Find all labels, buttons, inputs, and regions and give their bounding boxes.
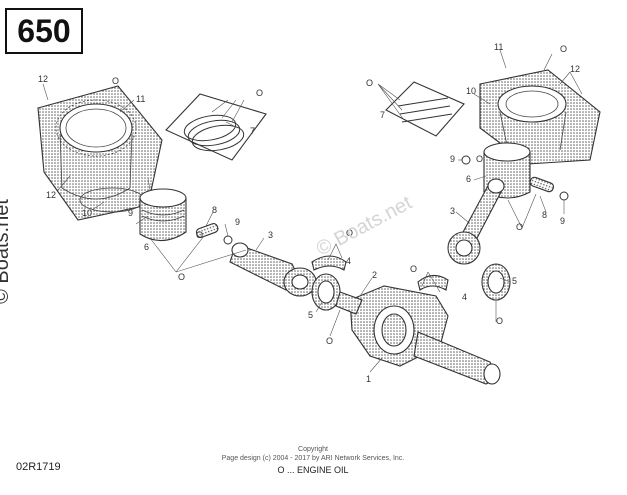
callout-label: 4 <box>346 256 352 266</box>
callout-label: 1 <box>366 374 372 384</box>
right-connecting-rod <box>447 178 505 265</box>
callout-label: 8 <box>542 210 548 220</box>
callout-label: 9 <box>560 216 566 226</box>
callout-label: 8 <box>212 205 218 215</box>
callout-label: 12 <box>38 74 49 84</box>
model-code-badge: 650 <box>5 8 83 54</box>
callout-label: 10 <box>466 86 477 96</box>
engine-oil-marker: O <box>366 78 374 88</box>
callout-label: 6 <box>144 242 150 252</box>
left-rod-bearing <box>311 255 347 311</box>
leader-lines <box>42 49 583 373</box>
callout-label: 9 <box>235 217 241 227</box>
callout-label: 2 <box>372 270 378 280</box>
engine-oil-legend: O ... ENGINE OIL <box>277 465 349 475</box>
left-piston <box>139 188 187 242</box>
callout-label: 9 <box>450 154 456 164</box>
watermark-side: © Boats.net <box>0 199 13 304</box>
crankshaft <box>335 285 501 385</box>
right-cylinder <box>479 69 601 165</box>
right-rod-bearing <box>417 263 511 301</box>
callout-label: 5 <box>512 276 518 286</box>
engine-oil-marker: O <box>178 272 186 282</box>
copyright-text: Page design (c) 2004 - 2017 by ARI Netwo… <box>221 455 405 462</box>
callout-label: 7 <box>250 126 256 136</box>
callout-label: 11 <box>136 94 146 104</box>
copyright-label: Copyright <box>298 446 328 453</box>
callout-label: 9 <box>128 208 134 218</box>
callout-label: 5 <box>308 310 314 320</box>
left-connecting-rod <box>229 242 317 297</box>
engine-oil-marker: O <box>326 336 334 346</box>
callout-label: 12 <box>46 190 57 200</box>
callout-label: 12 <box>570 64 581 74</box>
engine-oil-marker: O <box>256 88 264 98</box>
engine-oil-marker: O <box>410 264 418 274</box>
left-cylinder <box>37 85 163 221</box>
engine-oil-marker: O <box>112 76 120 86</box>
callout-label: 3 <box>450 206 456 216</box>
engine-oil-marker: O <box>516 222 524 232</box>
left-piston-rings <box>165 93 267 161</box>
engine-oil-marker: O <box>496 316 504 326</box>
right-piston <box>483 142 531 199</box>
callout-label: 3 <box>268 230 274 240</box>
reference-code: 02R1719 <box>16 461 61 473</box>
engine-oil-marker: O <box>476 154 484 164</box>
engine-oil-marker: O <box>196 230 204 240</box>
callout-label: 10 <box>82 208 93 218</box>
callout-label: 11 <box>494 42 504 52</box>
callout-label: 6 <box>466 174 472 184</box>
engine-oil-marker: O <box>346 228 354 238</box>
engine-oil-marker: O <box>560 44 568 54</box>
right-piston-rings <box>385 81 465 137</box>
callout-label: 4 <box>462 292 468 302</box>
callout-label: 7 <box>380 110 386 120</box>
